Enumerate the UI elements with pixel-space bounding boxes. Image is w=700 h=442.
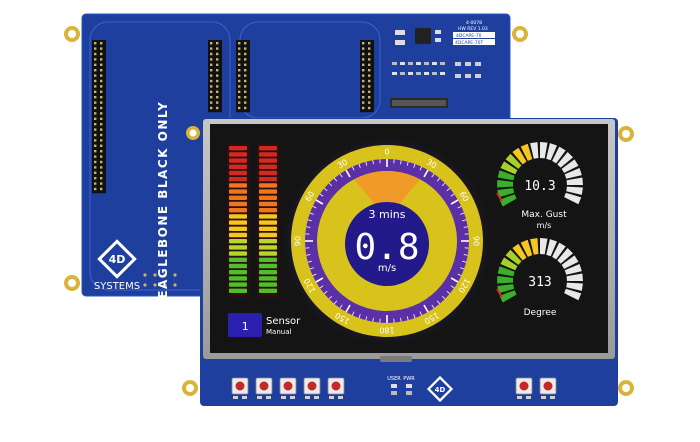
meter-segment xyxy=(229,158,247,162)
direction-value: 313 xyxy=(528,275,551,290)
meter-segment xyxy=(229,227,247,231)
silk-board-id: 4-0078 xyxy=(466,20,482,26)
meter-segment xyxy=(229,189,247,193)
meter-segment xyxy=(259,227,277,231)
meter-segment xyxy=(259,239,277,243)
meter-segment xyxy=(259,220,277,224)
gauge-period: 3 mins xyxy=(369,208,406,221)
meter-segment xyxy=(259,177,277,181)
meter-segment xyxy=(229,214,247,218)
logo-mark: 4D xyxy=(109,253,126,266)
meter-segment xyxy=(229,165,247,169)
meter-segment xyxy=(229,264,247,268)
meter-segment xyxy=(229,276,247,280)
header-p8-right xyxy=(360,40,374,112)
meter-segment xyxy=(259,289,277,293)
sensor-indicator: 1 xyxy=(242,320,249,333)
meter-segment xyxy=(259,214,277,218)
meter-segment xyxy=(229,146,247,150)
meter-segment xyxy=(259,251,277,255)
meter-segment xyxy=(229,171,247,175)
header-p9-left xyxy=(92,40,106,193)
max-gust-label: Max. Gust xyxy=(521,210,567,220)
meter-segment xyxy=(259,258,277,262)
header-p8-left xyxy=(236,40,250,112)
meter-segment xyxy=(229,202,247,206)
meter-segment xyxy=(259,202,277,206)
max-gust-unit: m/s xyxy=(537,221,552,230)
meter-segment xyxy=(229,183,247,187)
silk-model: 4DCAPE-70 xyxy=(456,33,482,39)
meter-segment xyxy=(259,171,277,175)
sensor-label: Sensor xyxy=(266,316,301,327)
meter-segment xyxy=(259,196,277,200)
meter-segment xyxy=(259,158,277,162)
meter-segment xyxy=(259,270,277,274)
meter-segment xyxy=(259,183,277,187)
front-logo-mark: 4D xyxy=(435,386,446,394)
gauge-tick-label: 0 xyxy=(384,148,389,157)
meter-segment xyxy=(229,220,247,224)
gauge-tick-label: 90 xyxy=(294,236,303,246)
meter-segment xyxy=(229,289,247,293)
meter-segment xyxy=(229,177,247,181)
max-gust-value: 10.3 xyxy=(524,179,555,194)
meter-segment xyxy=(259,282,277,286)
meter-segment xyxy=(259,245,277,249)
brand-name: SYSTEMS xyxy=(94,281,140,292)
meter-segment xyxy=(229,282,247,286)
led-pwr-label: PWR xyxy=(403,376,415,382)
level-meter-2 xyxy=(257,144,279,297)
meter-segment xyxy=(229,245,247,249)
meter-segment xyxy=(229,270,247,274)
meter-segment xyxy=(259,208,277,212)
beaglebone-label: BEAGLEBONE BLACK ONLY xyxy=(156,101,170,310)
meter-segment xyxy=(229,239,247,243)
meter-segment xyxy=(229,208,247,212)
gauge-tick-label: 180 xyxy=(379,326,394,335)
direction-label: Degree xyxy=(524,308,557,318)
meter-segment xyxy=(259,233,277,237)
led-user-label: USER xyxy=(387,376,401,382)
sensor-mode: Manual xyxy=(266,328,291,336)
gauge-tick-label: 90 xyxy=(472,236,481,246)
meter-segment xyxy=(229,152,247,156)
meter-segment xyxy=(229,251,247,255)
meter-segment xyxy=(259,276,277,280)
meter-segment xyxy=(259,165,277,169)
meter-segment xyxy=(259,146,277,150)
meter-segment xyxy=(259,189,277,193)
meter-segment xyxy=(229,258,247,262)
meter-segment xyxy=(259,152,277,156)
silk-hw-rev: HW REV 1.03 xyxy=(458,26,488,32)
meter-segment xyxy=(229,233,247,237)
gauge-value: 0.8 xyxy=(354,227,419,268)
meter-segment xyxy=(229,196,247,200)
level-meter-1 xyxy=(227,144,249,297)
flex-connector xyxy=(380,356,412,362)
header-p9-right xyxy=(208,40,222,112)
silk-model-touch: 4DCAPE-70T xyxy=(455,40,483,46)
meter-segment xyxy=(259,264,277,268)
gauge-unit: m/s xyxy=(378,263,396,274)
